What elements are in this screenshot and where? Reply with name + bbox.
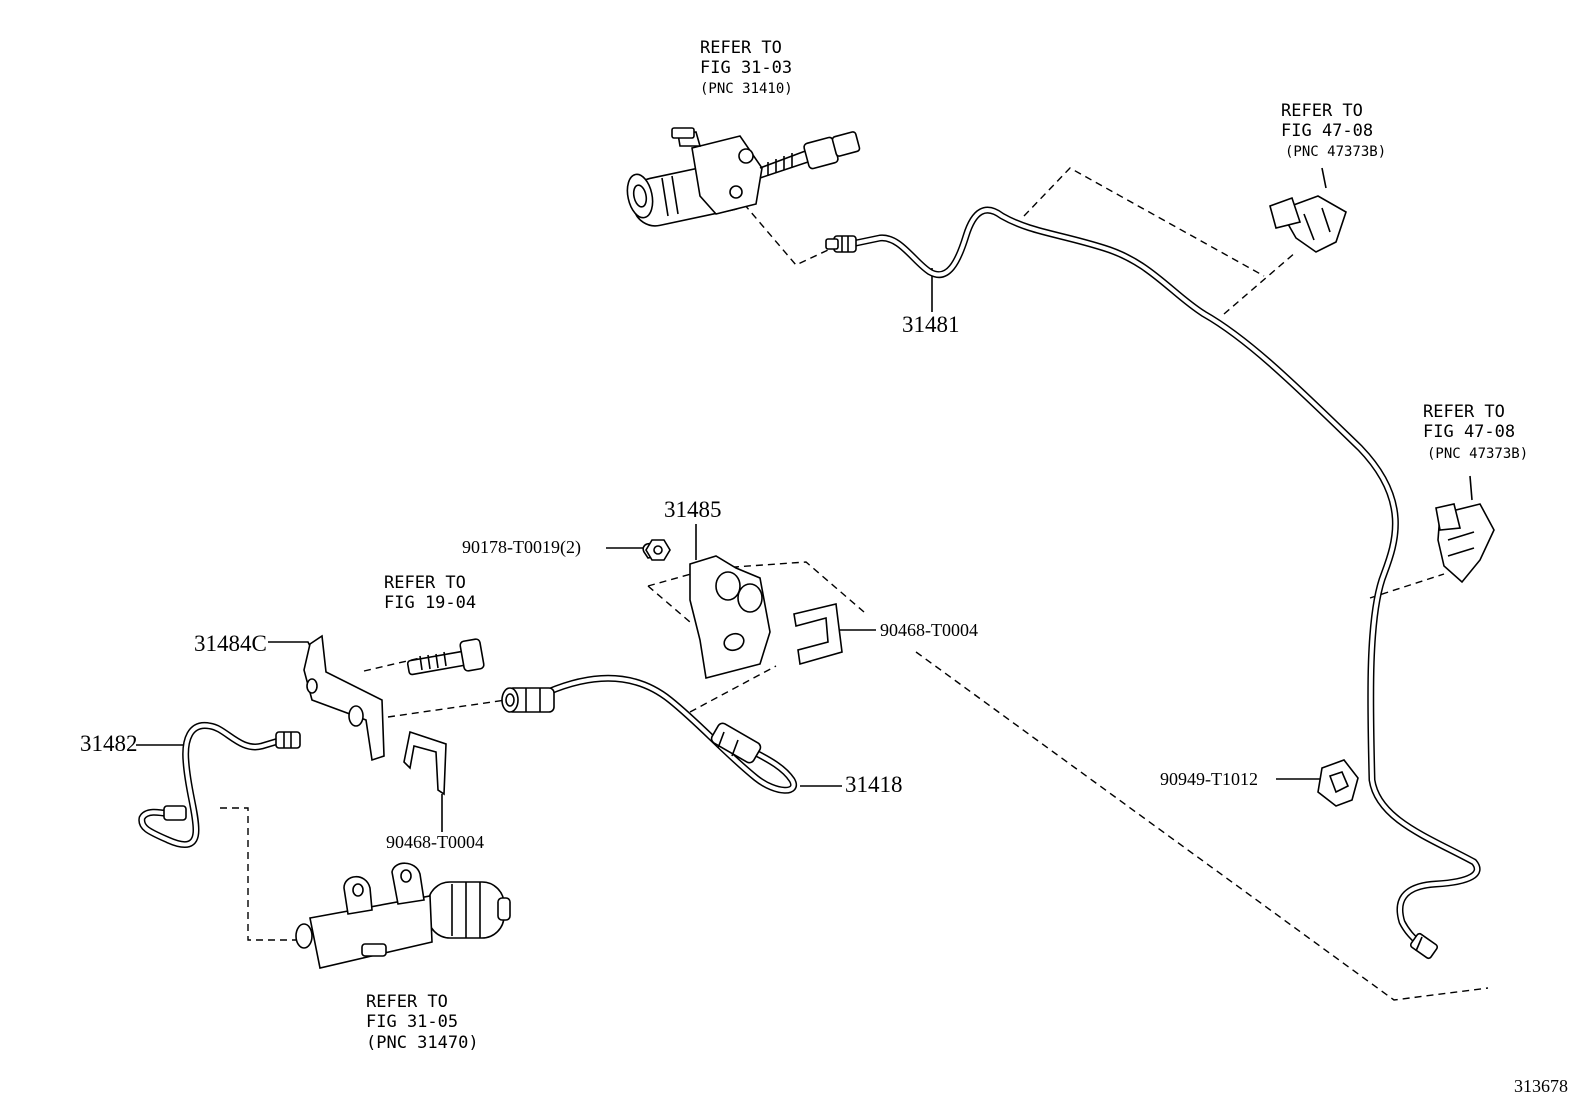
part-label-90468-left[interactable]: 90468-T0004 (386, 832, 484, 852)
part-label-31484c[interactable]: 31484C (194, 631, 267, 656)
clutch-tube-31482[interactable] (138, 722, 301, 849)
clamp-callout-lower[interactable]: REFER TO FIG 47-08 (PNC 47373B) (1423, 402, 1528, 462)
callout-line: FIG 31-05 (366, 1012, 458, 1032)
part-label-90178[interactable]: 90178-T0019(2) (462, 537, 581, 558)
callout-line: (PNC 31410) (700, 81, 793, 97)
callout-line: FIG 47-08 (1281, 121, 1373, 141)
nut-90178[interactable] (645, 539, 671, 561)
part-label-31482[interactable]: 31482 (80, 731, 138, 756)
part-label-90949[interactable]: 90949-T1012 (1160, 769, 1258, 789)
callout-line: REFER TO (700, 38, 782, 58)
dashed-reference-lines (220, 167, 1489, 1001)
clutch-hose-31418[interactable] (501, 674, 797, 794)
bolt[interactable] (406, 638, 485, 676)
clamp-callout-upper[interactable]: REFER TO FIG 47-08 (PNC 47373B) (1281, 101, 1386, 160)
callout-line: FIG 19-04 (384, 593, 476, 613)
clamp-lower[interactable] (1435, 475, 1495, 584)
callout-line: FIG 47-08 (1423, 422, 1515, 442)
release-cylinder-callout[interactable]: REFER TO FIG 31-05 (PNC 31470) (366, 992, 479, 1053)
part-label-90468-right[interactable]: 90468-T0004 (880, 620, 978, 640)
callout-line: REFER TO (384, 573, 466, 593)
clamp-upper[interactable] (1269, 167, 1347, 253)
bolt-callout[interactable]: REFER TO FIG 19-04 (384, 573, 476, 613)
clamp-90949[interactable] (1317, 759, 1359, 807)
callout-line: REFER TO (366, 992, 448, 1012)
callout-line: FIG 31-03 (700, 58, 792, 78)
part-label-31481[interactable]: 31481 (902, 312, 960, 337)
callout-line: (PNC 47373B) (1427, 446, 1528, 462)
clip-90468-left[interactable] (403, 730, 447, 796)
bracket-31484c[interactable] (303, 634, 385, 762)
callout-line: (PNC 31470) (366, 1033, 479, 1053)
callout-line: (PNC 47373B) (1285, 144, 1386, 160)
master-cylinder-callout[interactable]: REFER TO FIG 31-03 (PNC 31410) (700, 38, 793, 97)
clip-90468-right[interactable] (793, 603, 843, 666)
part-label-31485[interactable]: 31485 (664, 497, 722, 522)
part-label-31418[interactable]: 31418 (845, 772, 903, 797)
clutch-tube-31481[interactable] (825, 206, 1481, 960)
clutch-release-cylinder[interactable] (295, 862, 511, 969)
clutch-master-cylinder[interactable] (624, 127, 861, 230)
illustration-number: 313678 (1514, 1076, 1568, 1096)
callout-line: REFER TO (1281, 101, 1363, 121)
leader-lines (136, 268, 1320, 832)
bracket-31485[interactable] (642, 542, 771, 679)
callout-line: REFER TO (1423, 402, 1505, 422)
